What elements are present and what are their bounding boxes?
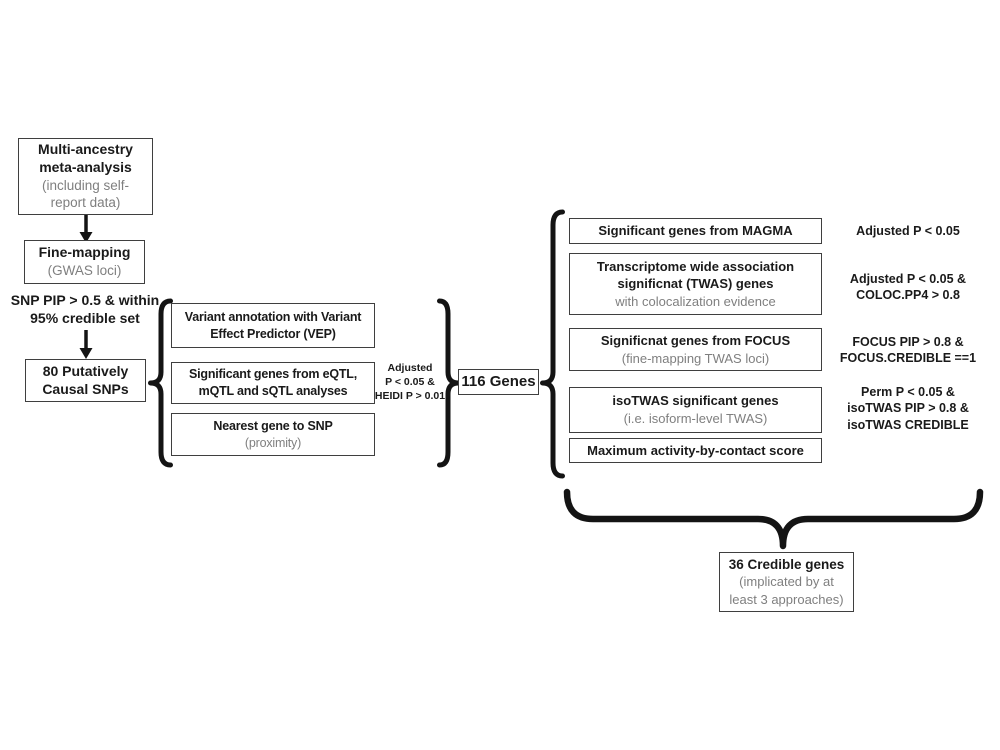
box-subtitle: (implicated by at least 3 approaches) bbox=[729, 574, 844, 607]
box-title: Significant genes from MAGMA bbox=[598, 223, 793, 239]
box-subtitle: with colocalization evidence bbox=[615, 293, 776, 309]
box-focus: Significnat genes from FOCUS (fine-mappi… bbox=[569, 328, 822, 371]
box-title: 36 Credible genes bbox=[728, 556, 845, 572]
box-fine-mapping: Fine-mapping (GWAS loci) bbox=[24, 240, 145, 284]
box-subtitle: (proximity) bbox=[244, 435, 302, 450]
box-credible-genes: 36 Credible genes (implicated by at leas… bbox=[719, 552, 854, 612]
box-qtl: Significant genes from eQTL, mQTL and sQ… bbox=[171, 362, 375, 404]
box-title: Nearest gene to SNP bbox=[213, 418, 333, 433]
box-title: Significant genes from eQTL, mQTL and sQ… bbox=[188, 367, 358, 398]
box-title: Multi-ancestry meta-analysis bbox=[38, 141, 133, 175]
box-title: isoTWAS significant genes bbox=[612, 393, 779, 409]
brace-evidence-left bbox=[540, 209, 565, 479]
box-title: Variant annotation with Variant Effect P… bbox=[184, 309, 362, 341]
box-subtitle: (fine-mapping TWAS loci) bbox=[621, 350, 770, 366]
box-subtitle: (including self- report data) bbox=[41, 177, 130, 211]
criteria-magma: Adjusted P < 0.05 bbox=[856, 224, 960, 238]
arrow-down-icon bbox=[79, 215, 93, 243]
box-isotwas: isoTWAS significant genes (i.e. isoform-… bbox=[569, 387, 822, 433]
brace-bottom bbox=[563, 488, 984, 550]
criteria-twas: Adjusted P < 0.05 & COLOC.PP4 > 0.8 bbox=[849, 272, 967, 303]
box-meta-analysis: Multi-ancestry meta-analysis (including … bbox=[18, 138, 153, 215]
box-abc-score: Maximum activity-by-contact score bbox=[569, 438, 822, 463]
box-twas: Transcriptome wide association significn… bbox=[569, 253, 822, 315]
snp-filter-label: SNP PIP > 0.5 & within 95% credible set bbox=[10, 292, 160, 326]
criteria-isotwas: Perm P < 0.05 & isoTWAS PIP > 0.8 & isoT… bbox=[847, 385, 969, 432]
box-title: Fine-mapping bbox=[38, 244, 131, 261]
box-vep: Variant annotation with Variant Effect P… bbox=[171, 303, 375, 348]
box-subtitle: (i.e. isoform-level TWAS) bbox=[623, 411, 768, 426]
box-nearest-gene: Nearest gene to SNP (proximity) bbox=[171, 413, 375, 456]
box-title: Significnat genes from FOCUS bbox=[600, 332, 791, 348]
box-subtitle: (GWAS loci) bbox=[47, 263, 122, 279]
criteria-focus: FOCUS PIP > 0.8 & FOCUS.CREDIBLE ==1 bbox=[839, 335, 977, 366]
box-causal-snps: 80 Putatively Causal SNPs bbox=[25, 359, 146, 402]
arrow-down-icon bbox=[79, 330, 93, 359]
box-title: 80 Putatively Causal SNPs bbox=[42, 362, 129, 397]
box-116-genes: 116 Genes bbox=[458, 369, 539, 395]
box-magma: Significant genes from MAGMA bbox=[569, 218, 822, 244]
box-title: Maximum activity-by-contact score bbox=[587, 442, 804, 458]
heidi-filter-label: Adjusted P < 0.05 & HEIDI P > 0.01 bbox=[374, 362, 446, 402]
box-title: 116 Genes bbox=[461, 373, 536, 390]
box-title: Transcriptome wide association significn… bbox=[596, 258, 795, 292]
